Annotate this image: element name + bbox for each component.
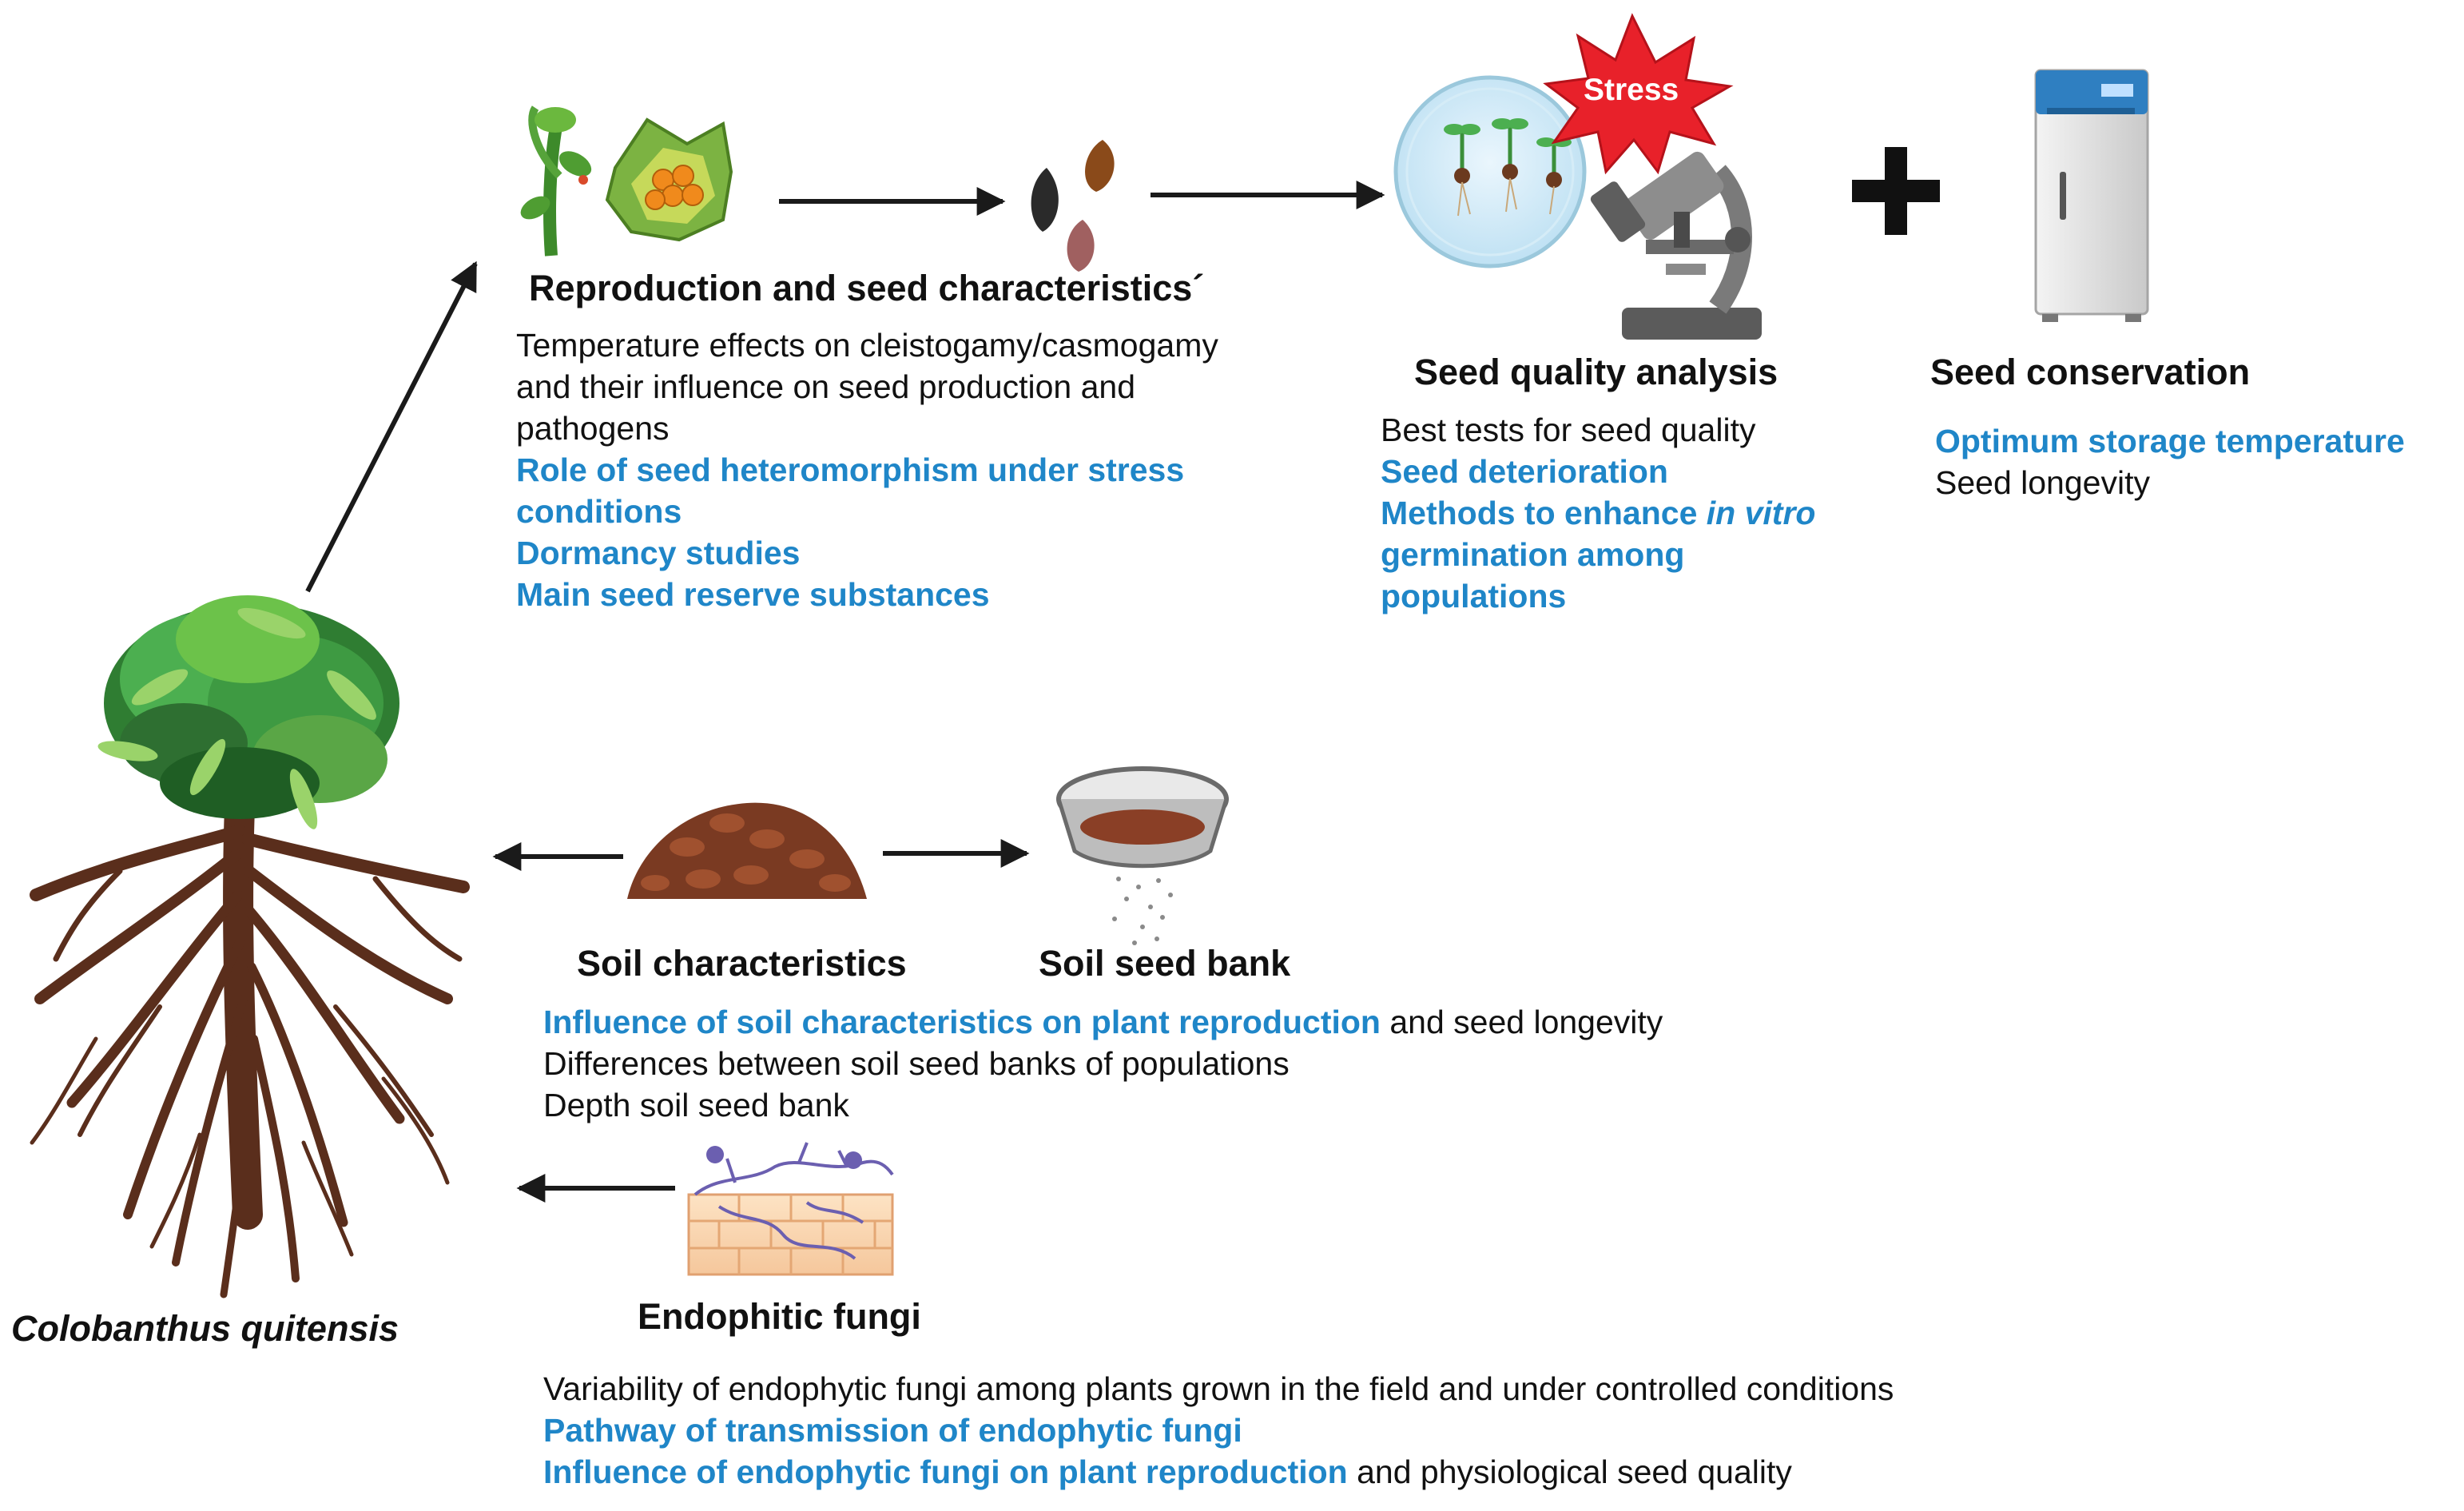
seed-conservation-line-1: Optimum storage temperature: [1935, 423, 2405, 459]
soil-line-1-highlight: Influence of soil characteristics on pla…: [543, 1004, 1381, 1040]
reproduction-line-4: Role of seed heteromorphism under stress: [516, 451, 1185, 488]
soil-characteristics-title: Soil characteristics: [577, 943, 907, 984]
plant-with-roots-icon: [30, 595, 470, 1298]
seed-quality-line-3: Methods to enhance in vitro: [1381, 492, 1815, 534]
seed-quality-title: Seed quality analysis: [1414, 352, 1778, 392]
seed-quality-line-3-italic: in vitro: [1706, 495, 1816, 531]
seed-quality-line-5: populations: [1381, 578, 1567, 614]
flower-icon: [520, 105, 733, 256]
soil-line-3: Depth soil seed bank: [543, 1087, 849, 1123]
reproduction-line-3: pathogens: [516, 410, 670, 447]
soil-line-1-rest: and seed longevity: [1380, 1004, 1663, 1040]
seed-conservation-line-2: Seed longevity: [1935, 464, 2150, 501]
arrow-to-reproduction: [305, 260, 478, 593]
fungi-line-1: Variability of endophytic fungi among pl…: [543, 1370, 1894, 1407]
fungi-line-3: Influence of endophytic fungi on plant r…: [543, 1451, 1792, 1493]
reproduction-line-2: and their influence on seed production a…: [516, 368, 1136, 405]
fungi-line-2: Pathway of transmission of endophytic fu…: [543, 1412, 1242, 1449]
seeds-icon: [1031, 140, 1115, 272]
plus-icon: [1852, 147, 1940, 235]
seed-conservation-title: Seed conservation: [1930, 352, 2251, 392]
seed-quality-line-2: Seed deterioration: [1381, 453, 1668, 490]
sieve-icon: [1056, 766, 1229, 945]
reproduction-title: Reproduction and seed characteristics´: [529, 268, 1205, 308]
freezer-icon: [2034, 69, 2149, 322]
reproduction-line-7: Main seed reserve substances: [516, 576, 990, 613]
petri-dish-icon: [1393, 75, 1587, 268]
endophitic-fungi-title: Endophitic fungi: [638, 1296, 921, 1337]
fungi-tissue-icon: [687, 1142, 894, 1276]
fungi-line-3-rest: and physiological seed quality: [1347, 1453, 1792, 1490]
soil-pile-icon: [627, 802, 867, 899]
seed-quality-line-4: germination among: [1381, 536, 1685, 573]
seed-quality-line-3-text: Methods to enhance: [1381, 495, 1707, 531]
soil-line-2: Differences between soil seed banks of p…: [543, 1045, 1290, 1082]
reproduction-line-6: Dormancy studies: [516, 535, 801, 571]
reproduction-line-5: conditions: [516, 493, 682, 530]
seed-quality-line-1: Best tests for seed quality: [1381, 412, 1756, 448]
reproduction-line-1: Temperature effects on cleistogamy/casmo…: [516, 327, 1218, 364]
soil-line-1: Influence of soil characteristics on pla…: [543, 1001, 1663, 1043]
species-label: Colobanthus quitensis: [11, 1308, 399, 1349]
microscope-icon: [1590, 151, 1762, 340]
stress-burst-icon: [1543, 13, 1734, 175]
stress-label: Stress: [1584, 73, 1679, 107]
fungi-line-3-highlight: Influence of endophytic fungi on plant r…: [543, 1453, 1348, 1490]
soil-seed-bank-title: Soil seed bank: [1039, 943, 1291, 984]
